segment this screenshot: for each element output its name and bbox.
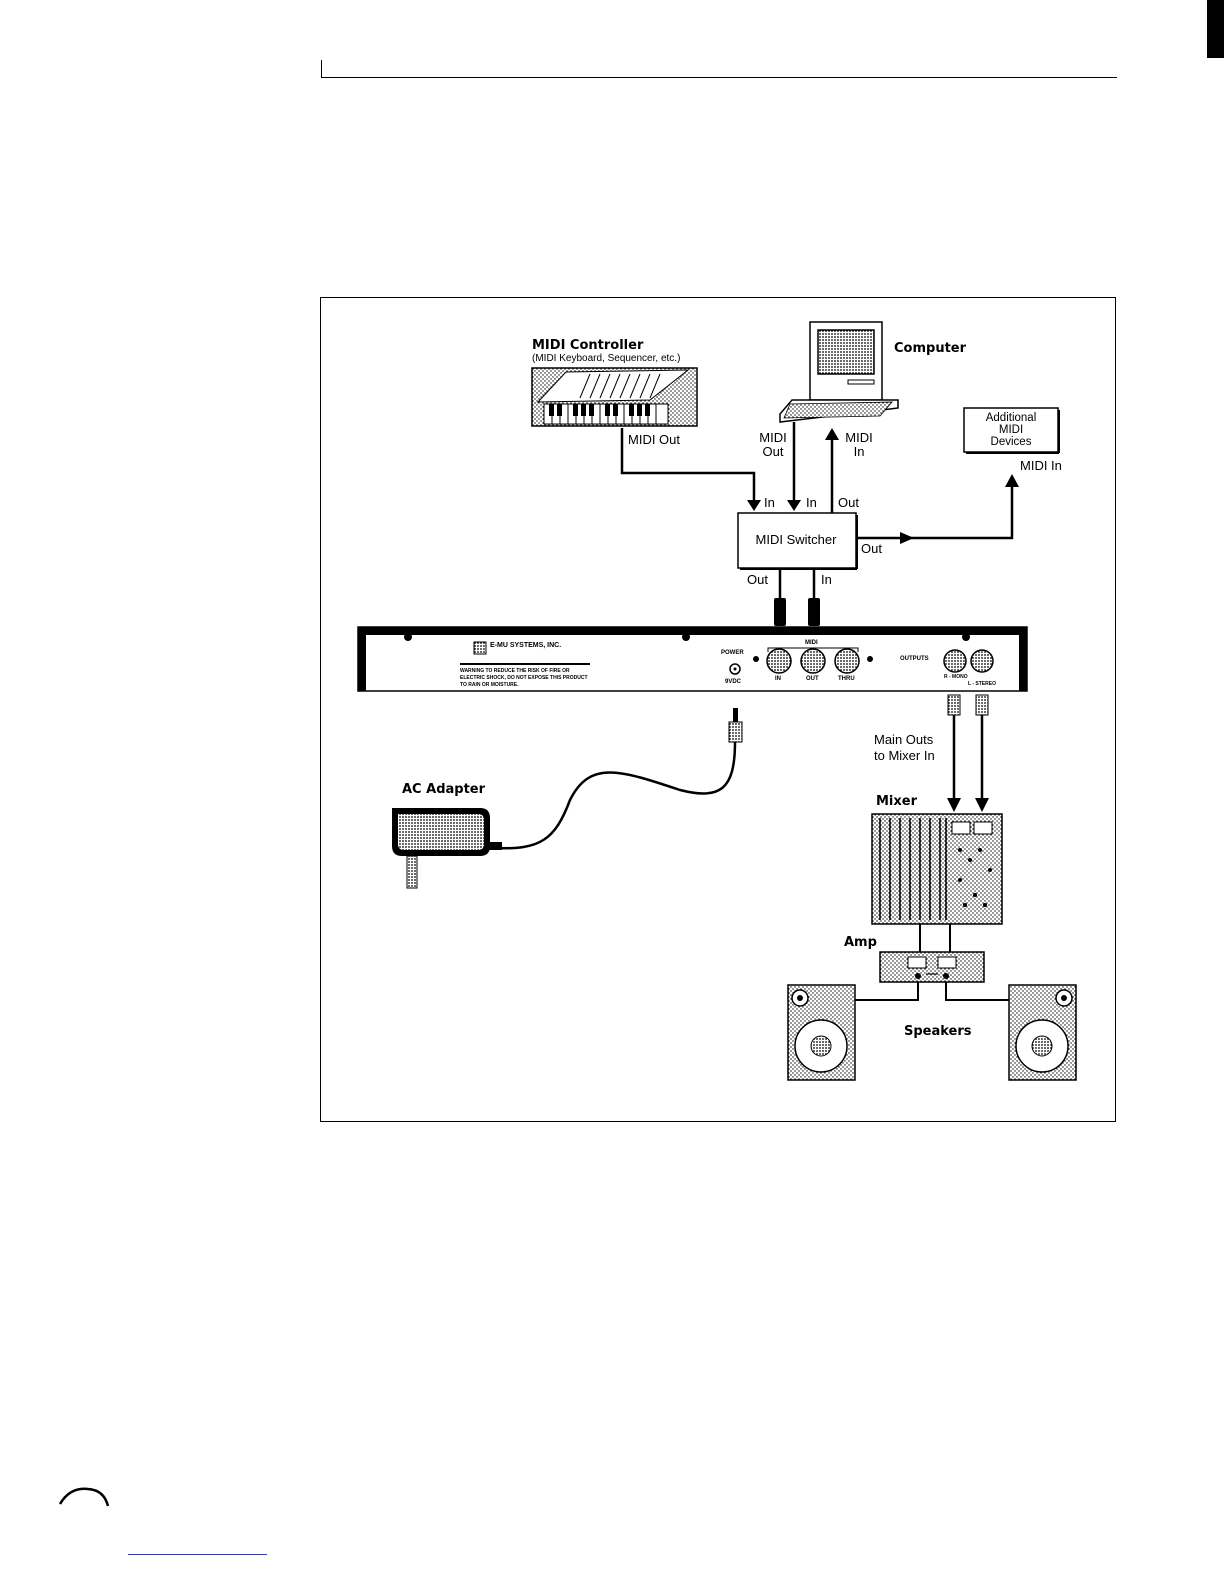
- additional-devices-midi-in-label: MIDI In: [1020, 458, 1062, 473]
- amp-icon: [879, 924, 985, 983]
- page-corner-mark: [58, 1487, 110, 1507]
- header-rule: [321, 77, 1117, 78]
- switcher-out-right-label: Out: [861, 541, 882, 556]
- mixer-icon: [871, 813, 1003, 925]
- rear-panel-power-label: POWER: [721, 650, 744, 656]
- rear-panel-power-spec: 9VDC: [725, 679, 742, 685]
- rear-panel-r-mono-label: R - MONO: [944, 674, 968, 680]
- switcher-in-2-label: In: [806, 495, 817, 510]
- rear-panel-warning: WARNING TO REDUCE THE RISK OF FIRE OR EL…: [460, 668, 588, 688]
- cable-controller-to-switcher: [620, 428, 756, 508]
- page-edge-tab: [1207, 0, 1224, 58]
- rear-panel-midi-label: MIDI: [805, 640, 818, 646]
- ac-adapter-icon: [392, 808, 502, 889]
- rear-panel-thru-label: THRU: [838, 676, 855, 682]
- ac-adapter-label: AC Adapter: [402, 782, 486, 797]
- midi-switcher-title: MIDI Switcher: [755, 532, 837, 547]
- rear-panel-brand: E-MU SYSTEMS, INC.: [490, 642, 562, 649]
- main-outs-label: Main Outs to Mixer In: [874, 732, 935, 763]
- footer-link-underline: [128, 1554, 267, 1555]
- power-cable: [494, 741, 737, 850]
- switcher-in-1-label: In: [764, 495, 775, 510]
- switcher-in-bottom-label: In: [821, 572, 832, 587]
- cable-switcher-to-devices: [858, 478, 1014, 540]
- computer-icon: [779, 321, 899, 423]
- midi-controller-title: MIDI Controller: [532, 338, 644, 353]
- controller-midi-out-label: MIDI Out: [628, 432, 681, 447]
- switcher-out-bottom-label: Out: [747, 572, 768, 587]
- rear-panel-out-label: OUT: [806, 676, 819, 682]
- additional-midi-devices-label: Additional MIDI Devices: [985, 412, 1037, 448]
- rear-panel-in-label: IN: [775, 676, 781, 682]
- midi-controller-subtitle: (MIDI Keyboard, Sequencer, etc.): [532, 353, 681, 364]
- computer-midi-in-label: MIDI In: [845, 430, 873, 460]
- header-rule-tick: [321, 60, 322, 77]
- speakers-label: Speakers: [904, 1024, 972, 1039]
- rear-panel-l-stereo-label: L - STEREO: [968, 681, 996, 687]
- speaker-left-icon: [787, 984, 856, 1081]
- rear-panel-icon: [357, 626, 1028, 692]
- midi-controller-keyboard-icon: [531, 367, 698, 427]
- mixer-label: Mixer: [876, 794, 918, 809]
- connection-diagram-frame: [320, 297, 1116, 1122]
- amp-label: Amp: [844, 935, 877, 950]
- rear-panel-outputs-label: OUTPUTS: [900, 656, 929, 662]
- switcher-out-top-label: Out: [838, 495, 859, 510]
- computer-midi-out-label: MIDI Out: [759, 430, 787, 460]
- speaker-right-icon: [1008, 984, 1077, 1081]
- computer-title: Computer: [894, 341, 967, 356]
